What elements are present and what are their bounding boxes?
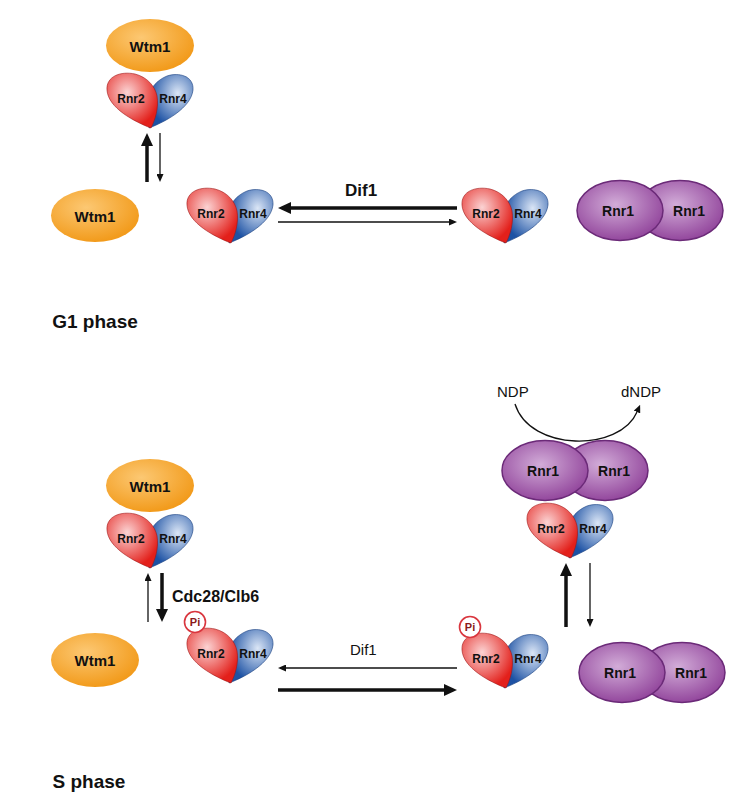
reaction-arc (515, 404, 637, 441)
nucleus-region: S phaseWtm1Rnr2Rnr4Wtm1Rnr2Rnr4Pi (5, 445, 295, 800)
node-label: Rnr2 (197, 648, 224, 660)
node-label: Rnr4 (579, 523, 606, 535)
node-label: G1 phase (52, 312, 138, 331)
reaction-arrow (145, 146, 149, 182)
reaction-arrow (147, 581, 148, 622)
node-label: Rnr4 (514, 208, 541, 220)
node-label: Wtm1 (130, 478, 171, 493)
node-label: Rnr4 (159, 93, 186, 105)
node-label: Rnr2 (117, 93, 144, 105)
node-label: Rnr1 (598, 464, 630, 478)
node-label: Wtm1 (75, 653, 116, 668)
node-label: Rnr4 (159, 533, 186, 545)
edge-label: Cdc28/Clb6 (172, 588, 259, 606)
wtm1-protein: Wtm1 (50, 188, 140, 243)
reaction-arrow (286, 667, 457, 668)
rnr2-rnr4-complex: Rnr2 Rnr4 (105, 510, 195, 570)
rnr2-rnr4-complex: Rnr2 Rnr4 (460, 185, 550, 245)
wtm1-protein: Wtm1 (50, 632, 140, 688)
phosphate-tag: Pi (458, 615, 482, 639)
rnr1-dimer: Rnr1 Rnr1 (500, 438, 650, 503)
node-label: Rnr4 (239, 208, 266, 220)
reaction-label: dNDP (621, 384, 661, 401)
reaction-arrow (589, 563, 590, 619)
edge-label: Dif1 (345, 182, 377, 201)
node-label: Rnr2 (117, 533, 144, 545)
node-label: Pi (190, 617, 200, 628)
rnr1-dimer: Rnr1 Rnr1 (577, 640, 727, 705)
node-label: Rnr1 (527, 464, 559, 478)
reaction-arrow (159, 133, 160, 174)
reaction-arrow (278, 688, 444, 692)
node-label: Rnr4 (239, 648, 266, 660)
reaction-arrow (278, 221, 449, 222)
node-label: Rnr2 (197, 208, 224, 220)
node-label: Rnr2 (472, 653, 499, 665)
edge-label: Dif1 (350, 642, 377, 659)
reaction-label: NDP (497, 384, 529, 401)
rnr2-rnr4-complex: Rnr2 Rnr4 (185, 185, 275, 245)
rnr2-rnr4-complex: Rnr2Rnr4Pi (185, 625, 275, 685)
rnr2-rnr4-complex: Rnr2 Rnr4 (525, 500, 615, 560)
node-label: Rnr1 (675, 666, 707, 680)
wtm1-protein: Wtm1 (105, 458, 195, 513)
rnr1-dimer: Rnr1 Rnr1 (575, 178, 725, 243)
node-label: Wtm1 (130, 38, 171, 53)
node-label: Rnr1 (602, 204, 634, 218)
node-label: Rnr4 (514, 653, 541, 665)
reaction-arrow (291, 206, 457, 210)
node-label: Rnr2 (537, 523, 564, 535)
node-label: Wtm1 (75, 208, 116, 223)
wtm1-protein: Wtm1 (105, 18, 195, 73)
rnr2-rnr4-complex: Rnr2 Rnr4 (105, 70, 195, 130)
nucleus-region: G1 phaseWtm1Rnr2Rnr4Wtm1Rnr2Rnr4 (5, 5, 295, 345)
reaction-arrow (160, 573, 164, 609)
node-label: S phase (53, 772, 126, 791)
phosphate-tag: Pi (183, 610, 207, 634)
node-label: Rnr2 (472, 208, 499, 220)
rnr2-rnr4-complex: Rnr2Rnr4Pi (460, 630, 550, 690)
node-label: Pi (465, 622, 475, 633)
node-label: Rnr1 (604, 666, 636, 680)
node-label: Rnr1 (673, 204, 705, 218)
reaction-arrow (564, 576, 568, 627)
